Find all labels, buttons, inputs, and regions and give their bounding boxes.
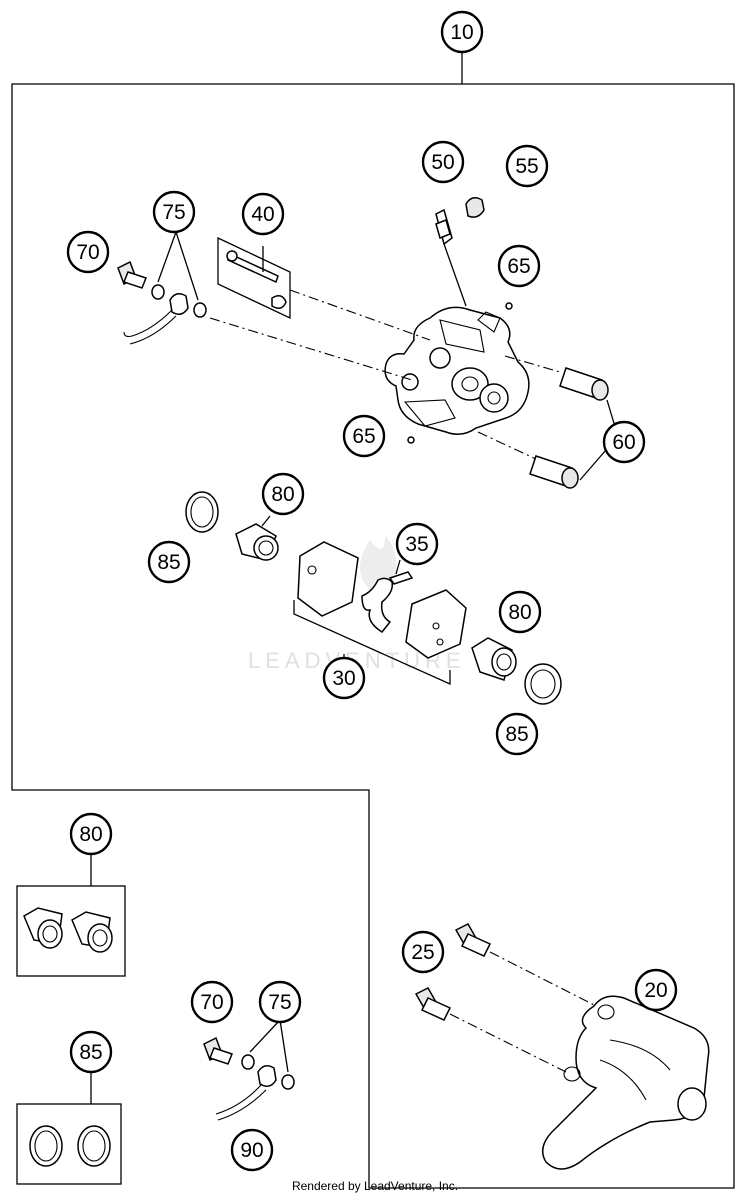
callout-65-lower: 65 bbox=[342, 414, 386, 458]
bleeder-cap bbox=[465, 197, 485, 218]
slide-pin-upper bbox=[559, 367, 609, 401]
callout-35: 35 bbox=[395, 522, 439, 566]
bolt-upper bbox=[454, 923, 492, 957]
callout-50: 50 bbox=[421, 140, 465, 184]
svg-text:85: 85 bbox=[79, 1041, 102, 1064]
svg-text:85: 85 bbox=[505, 723, 528, 746]
svg-text:70: 70 bbox=[76, 241, 99, 264]
dash-banjo bbox=[209, 317, 413, 381]
callout-70-lower: 70 bbox=[190, 980, 234, 1024]
callout-75-lower: 75 bbox=[258, 980, 302, 1024]
dash-slide-lower bbox=[477, 431, 539, 461]
slide-pin-lower bbox=[529, 455, 579, 489]
svg-text:65: 65 bbox=[352, 425, 375, 448]
banjo-bolt-lower bbox=[203, 1036, 233, 1065]
svg-text:30: 30 bbox=[332, 667, 355, 690]
pin-kit-box bbox=[217, 236, 291, 320]
leader-bleeder bbox=[443, 243, 467, 307]
caliper-carrier-bracket bbox=[541, 995, 710, 1170]
svg-text:65: 65 bbox=[507, 255, 530, 278]
washer-lower-upper bbox=[241, 1054, 255, 1070]
callout-40: 40 bbox=[241, 192, 285, 236]
seal-kit-box bbox=[16, 1072, 122, 1185]
leader-35 bbox=[395, 559, 401, 575]
leader-75b bbox=[249, 1019, 289, 1073]
dash-pin bbox=[289, 289, 431, 341]
washer-lower-lower bbox=[281, 1074, 295, 1090]
callout-75-upper: 75 bbox=[152, 190, 196, 234]
svg-text:25: 25 bbox=[411, 941, 434, 964]
callout-55: 55 bbox=[505, 144, 549, 188]
pad-spring bbox=[361, 571, 414, 633]
svg-text:75: 75 bbox=[268, 991, 291, 1014]
callout-25: 25 bbox=[401, 930, 445, 974]
svg-text:70: 70 bbox=[200, 991, 223, 1014]
seal-right bbox=[524, 663, 562, 705]
washer-lower bbox=[193, 302, 207, 318]
svg-text:90: 90 bbox=[240, 1139, 263, 1162]
brake-pad-right bbox=[405, 589, 467, 659]
svg-text:20: 20 bbox=[644, 979, 667, 1002]
callout-60: 60 bbox=[602, 420, 646, 464]
leader-80a bbox=[261, 515, 271, 527]
banjo-bolt bbox=[117, 260, 147, 289]
svg-text:80: 80 bbox=[508, 601, 531, 624]
callout-80-right: 80 bbox=[498, 590, 542, 634]
brake-caliper bbox=[384, 306, 530, 435]
leader-75a bbox=[157, 231, 199, 301]
render-credit: Rendered by LeadVenture, Inc. bbox=[291, 1179, 459, 1193]
callout-10: 10 bbox=[440, 10, 484, 54]
callout-90: 90 bbox=[230, 1128, 274, 1172]
pad-bracket bbox=[293, 600, 451, 686]
bolt-lower bbox=[414, 987, 452, 1021]
callout-70-upper: 70 bbox=[66, 230, 110, 274]
brake-hose bbox=[123, 293, 189, 345]
svg-text:40: 40 bbox=[251, 203, 274, 226]
washer-upper bbox=[151, 284, 165, 300]
bleeder-valve bbox=[435, 208, 453, 246]
callout-85-kit: 85 bbox=[69, 1030, 113, 1074]
svg-text:35: 35 bbox=[405, 533, 428, 556]
piston-right bbox=[471, 637, 517, 681]
svg-text:75: 75 bbox=[162, 201, 185, 224]
svg-text:60: 60 bbox=[612, 431, 635, 454]
o-ring-small-lower bbox=[407, 436, 415, 444]
brake-pad-left bbox=[297, 541, 359, 617]
svg-text:55: 55 bbox=[515, 155, 538, 178]
callout-65-upper: 65 bbox=[497, 244, 541, 288]
callout-30: 30 bbox=[322, 656, 366, 700]
dash-bolt-upper bbox=[489, 951, 601, 1009]
brake-hose-lower bbox=[215, 1065, 277, 1121]
assembly-frame bbox=[11, 50, 735, 1189]
piston-kit-box bbox=[16, 854, 126, 977]
svg-text:85: 85 bbox=[157, 551, 180, 574]
o-ring-small-upper bbox=[505, 302, 513, 310]
svg-text:80: 80 bbox=[79, 823, 102, 846]
callout-85-right: 85 bbox=[495, 712, 539, 756]
dash-slide-upper bbox=[504, 355, 561, 373]
seal-left bbox=[185, 491, 219, 533]
svg-text:50: 50 bbox=[431, 151, 454, 174]
svg-text:10: 10 bbox=[450, 21, 473, 44]
piston-left bbox=[235, 523, 279, 561]
svg-text:80: 80 bbox=[271, 483, 294, 506]
callout-80-kit: 80 bbox=[69, 812, 113, 856]
callout-80-upper: 80 bbox=[261, 472, 305, 516]
callout-20: 20 bbox=[634, 968, 678, 1012]
dash-bolt-lower bbox=[449, 1013, 567, 1073]
callout-85-upper: 85 bbox=[147, 540, 191, 584]
